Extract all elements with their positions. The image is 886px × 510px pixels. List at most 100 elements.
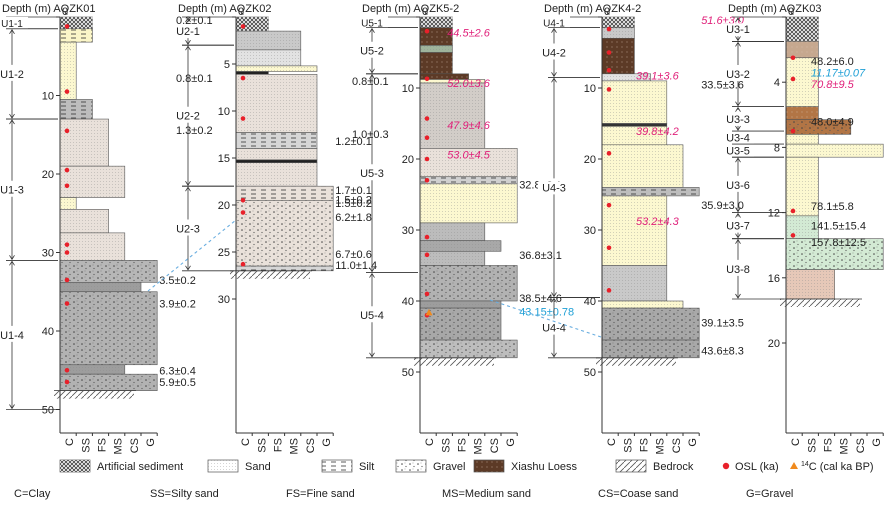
depth-tick-label: 0: [788, 6, 794, 18]
unit-label-bg: [172, 109, 204, 122]
layer-texture: [236, 132, 317, 149]
grain-axis-label: SS: [256, 438, 268, 453]
age-label: 39.8±4.2: [636, 126, 679, 138]
legend-label-superscript: 14: [801, 461, 809, 468]
osl-sample-marker: [64, 167, 70, 173]
unit-label: U2-3: [176, 224, 200, 236]
layer-texture: [420, 251, 485, 266]
depth-tick-label: 50: [402, 367, 414, 379]
unit-arrowhead: [9, 119, 15, 125]
osl-sample-marker: [424, 116, 430, 121]
abbreviation-g: G=Gravel: [746, 488, 793, 500]
grain-axis-label: FS: [823, 438, 835, 452]
legend-label: Xiashu Loess: [511, 461, 578, 473]
unit-arrowhead: [185, 265, 191, 271]
unit-arrowhead: [735, 238, 741, 244]
age-label: 1.0±0.3: [352, 129, 389, 141]
unit-label-bg: [172, 222, 204, 235]
layer-texture: [236, 148, 317, 160]
age-label: 157.8±12.5: [811, 237, 866, 249]
column-header: Depth (m) AQZK03: [728, 3, 822, 15]
layer-texture: [786, 215, 819, 239]
unit-arrowhead: [551, 77, 557, 83]
legend-swatch-texture: [60, 460, 90, 472]
unit-arrowhead: [551, 72, 557, 78]
age-label: 78.1±5.8: [811, 201, 854, 213]
unit-label-bg: [722, 68, 754, 81]
osl-sample-marker: [64, 89, 70, 94]
layer-texture: [420, 240, 501, 252]
layer-texture: [236, 200, 334, 267]
age-label: 52.0±3.6: [447, 78, 491, 90]
layer-texture: [60, 209, 109, 233]
unit-arrowhead: [369, 267, 375, 273]
grain-axis-label: MS: [289, 438, 301, 455]
unit-arrowhead: [551, 27, 557, 33]
layer-texture: [60, 260, 158, 283]
grain-axis-label: SS: [622, 438, 634, 453]
unit-arrowhead: [185, 180, 191, 186]
unit-arrowhead: [9, 113, 15, 119]
unit-arrowhead: [735, 157, 741, 163]
depth-tick-label: 10: [42, 91, 54, 103]
unit-label-bg: [0, 328, 28, 341]
grain-axis-label: MS: [839, 438, 851, 455]
unit-label-bg: [356, 44, 388, 57]
unit-label: U1-3: [0, 185, 24, 197]
correlation-line: [147, 219, 237, 292]
depth-tick-label: 0: [62, 6, 68, 18]
osl-sample-marker: [424, 234, 430, 240]
depth-tick-label: 40: [42, 326, 54, 338]
grain-axis-label: C: [606, 438, 618, 446]
unit-arrowhead: [369, 352, 375, 358]
osl-sample-marker: [606, 288, 612, 293]
legend-item-artificial: Artificial sediment: [59, 459, 183, 473]
unit-label: U4-3: [542, 182, 566, 194]
legend-swatch-texture: [396, 460, 426, 472]
age-label: 43.6±8.3: [701, 346, 744, 358]
osl-sample-marker: [790, 233, 796, 238]
unit-arrowhead: [551, 352, 557, 358]
depth-tick-label: 30: [402, 225, 414, 237]
layer-texture: [420, 17, 453, 28]
unit-arrowhead: [185, 45, 191, 51]
layer-texture: [602, 301, 683, 309]
layer-texture: [602, 308, 700, 341]
grain-axis-label: MS: [473, 438, 485, 455]
unit-label: U2-1: [176, 26, 200, 38]
osl-sample-marker: [240, 24, 246, 29]
osl-sample-marker: [64, 367, 70, 373]
age-label: 5.9±0.5: [159, 377, 196, 389]
legend-item-loess: Xiashu Loess: [473, 459, 578, 473]
osl-sample-marker: [240, 261, 246, 267]
abbreviation-fs: FS=Fine sand: [286, 488, 355, 500]
correlation-lines: [147, 219, 605, 339]
unit-label-bg: [722, 262, 754, 275]
grain-axis-label: SS: [440, 438, 452, 453]
abbreviation-ms: MS=Medium sand: [442, 488, 531, 500]
osl-sample-marker: [606, 151, 612, 156]
grain-axis-label: G: [687, 438, 699, 447]
layer-texture: [236, 74, 317, 133]
layer-texture: [60, 119, 109, 167]
unit-label-bg: [722, 144, 754, 157]
legend-item-sand: Sand: [207, 459, 271, 473]
layer-texture: [420, 52, 453, 74]
grain-axis-label: MS: [113, 438, 125, 455]
age-label: 1.7±0.1: [335, 185, 372, 197]
layer-texture: [786, 269, 835, 299]
layer-texture: [420, 265, 518, 301]
layer-texture: [602, 80, 667, 124]
unit-arrowhead: [735, 207, 741, 213]
osl-sample-marker: [424, 76, 430, 82]
layer-texture: [420, 83, 485, 149]
layer-texture: [60, 232, 125, 261]
osl-sample-marker: [64, 301, 70, 306]
legend-swatch-texture: [322, 460, 352, 472]
grain-axis-label: G: [321, 438, 333, 447]
bedrock-hatch: [780, 298, 860, 307]
layer-texture: [786, 41, 819, 58]
layer-solid: [235, 159, 318, 164]
